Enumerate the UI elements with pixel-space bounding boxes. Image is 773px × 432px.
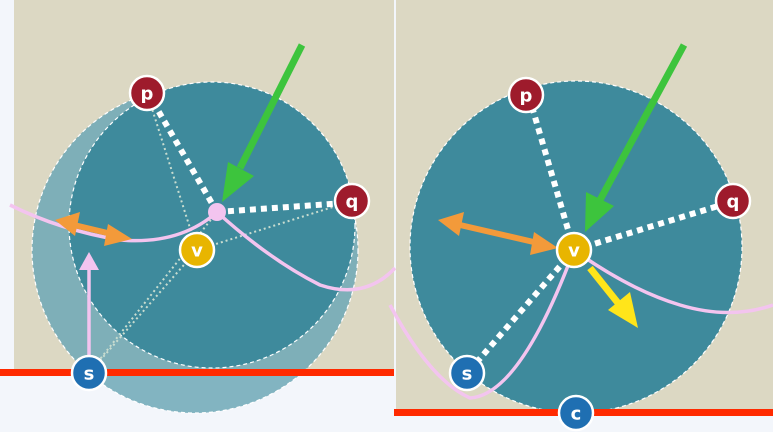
left-boundary-line [0,369,394,376]
right-thick-dotted-lines [467,99,729,372]
left-apex-to-s-line [88,211,218,374]
left-point-q-label: q [346,192,359,213]
left-point-q: q [333,182,371,220]
left-point-p-label: p [141,84,154,105]
right-point-v-label: v [568,241,580,262]
left-point-v: v [178,231,216,269]
left-point-v-label: v [191,241,203,262]
right-point-s-label: s [462,364,473,385]
right-pink-curve [388,247,773,400]
right-disk-outline [409,80,743,412]
right-point-q: q [714,182,752,220]
left-point-s-label: s [84,364,95,385]
left-point-s: s [70,354,108,392]
left-point-p: p [128,74,166,112]
left-outer-disk-outline [31,86,359,414]
right-orange-double-arrow [438,212,558,255]
left-inner-disk [69,82,355,368]
right-point-p-label: p [520,86,533,107]
right-yellow-arrow [587,265,638,328]
right-point-p: p [507,76,545,114]
right-point-c: c [557,394,595,432]
left-green-arrow [222,43,306,202]
left-thin-dotted-lines [88,92,353,374]
right-point-s: s [448,354,486,392]
right-point-c-label: c [571,404,582,425]
right-point-v: v [555,231,593,269]
left-orange-double-arrow [55,212,132,246]
right-point-q-label: q [727,192,740,213]
left-apex-point [208,203,226,221]
right-panel [388,0,773,416]
left-pink-vertical-arrow [79,252,99,360]
right-green-arrow [585,43,688,232]
